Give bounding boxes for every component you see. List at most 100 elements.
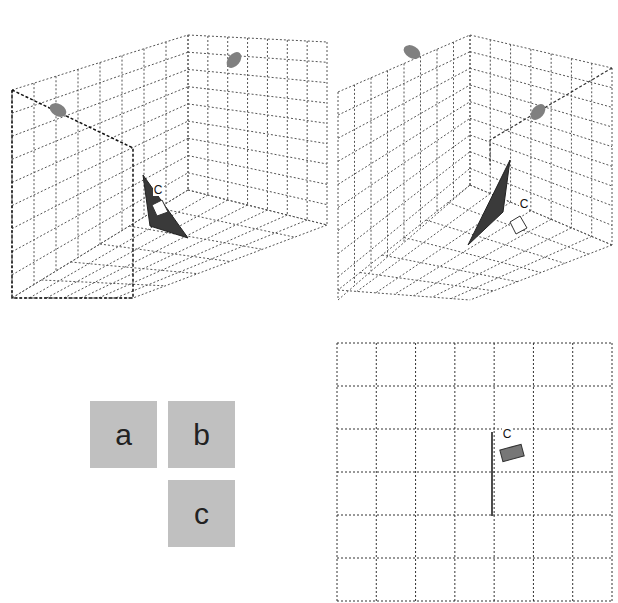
grid-line [12, 121, 188, 205]
grid-line [338, 135, 470, 231]
screen-triangle [143, 175, 188, 238]
grid-line [12, 69, 188, 136]
floor [338, 185, 612, 300]
front-panel [12, 90, 133, 298]
figure-label: C [502, 428, 513, 440]
square-label: a [115, 420, 132, 450]
grid-line [188, 69, 327, 82]
grid-line [470, 118, 612, 166]
grid-line [338, 290, 470, 300]
grid-line [371, 78, 372, 272]
grid-line [470, 35, 471, 185]
grid-line [470, 68, 612, 107]
grid-line [404, 238, 541, 273]
camera-icon [401, 42, 423, 61]
grid-line [207, 36, 208, 195]
grid-line [34, 83, 35, 284]
grid-line [354, 85, 355, 286]
grid-line [415, 343, 416, 601]
grey-square: b [168, 401, 235, 468]
grid-line [78, 69, 79, 257]
grid-line [133, 225, 327, 298]
grid-line [12, 52, 188, 113]
grid-line [100, 244, 230, 262]
grid-line [188, 173, 327, 205]
grid-line [404, 64, 405, 243]
square-label: c [194, 499, 209, 529]
grey-square: c [168, 480, 235, 547]
top-view-grid [337, 343, 612, 601]
grid-line [188, 104, 327, 123]
figure-label: C [519, 198, 530, 210]
grid-line [337, 429, 612, 430]
grid-line [376, 343, 377, 601]
grid-line [166, 42, 167, 204]
grid-line [188, 190, 327, 225]
grid-line [448, 203, 588, 255]
grid-line [188, 190, 327, 225]
grid-line [420, 56, 421, 228]
screen-line [491, 432, 493, 516]
grid-line [387, 71, 388, 257]
grid-line [470, 35, 471, 185]
grid-line [41, 280, 165, 286]
grid-line [470, 35, 612, 68]
grid-line [337, 558, 612, 559]
grid-line [337, 515, 612, 516]
figure-marker [500, 444, 524, 461]
left-wall [338, 35, 470, 300]
grid-line [188, 52, 327, 62]
floor [12, 190, 327, 298]
grid-line [188, 35, 189, 190]
grid-line [426, 220, 565, 263]
figure-label: C [153, 184, 164, 196]
grid-line [437, 49, 438, 214]
grid-line [337, 601, 612, 602]
grid-line [360, 273, 494, 291]
grid-line [338, 118, 470, 207]
grid-line [338, 52, 470, 115]
grid-line [12, 104, 188, 183]
grid-line [382, 255, 517, 282]
grid-line [470, 85, 612, 127]
grid-line [188, 121, 327, 144]
grid-line [338, 85, 470, 161]
grid-line [338, 92, 339, 300]
grid-line [530, 49, 531, 211]
grid-line [591, 63, 592, 236]
grid-line [338, 68, 470, 138]
grid-line [12, 156, 188, 252]
grid-line [470, 52, 612, 88]
small-figure [152, 200, 168, 216]
camera-icon [47, 100, 69, 119]
grid-line [327, 42, 328, 225]
grid-line [71, 262, 198, 274]
square-label: b [193, 420, 210, 450]
grid-line [188, 35, 327, 42]
grid-line [287, 40, 288, 215]
grid-line [337, 386, 612, 387]
grid-line [510, 44, 511, 202]
right-wall [188, 35, 327, 225]
grid-line [12, 87, 188, 160]
grid-line [144, 49, 145, 217]
grid-line [29, 195, 208, 298]
grid-line [453, 42, 454, 199]
grey-square: a [90, 401, 157, 468]
grid-line [12, 35, 188, 90]
grid-line [337, 343, 612, 344]
grid-line [612, 68, 613, 245]
grid-line [470, 135, 612, 186]
grid-line [98, 215, 287, 298]
grid-line [100, 63, 101, 245]
grid-line [338, 102, 470, 185]
grid-line [267, 39, 268, 210]
grid-line [247, 38, 248, 205]
grid-line [188, 87, 327, 103]
grid-line [188, 156, 327, 185]
grid-line [551, 54, 552, 219]
grid-line [571, 59, 572, 228]
grid-line [307, 41, 308, 220]
grid-line [188, 35, 189, 190]
